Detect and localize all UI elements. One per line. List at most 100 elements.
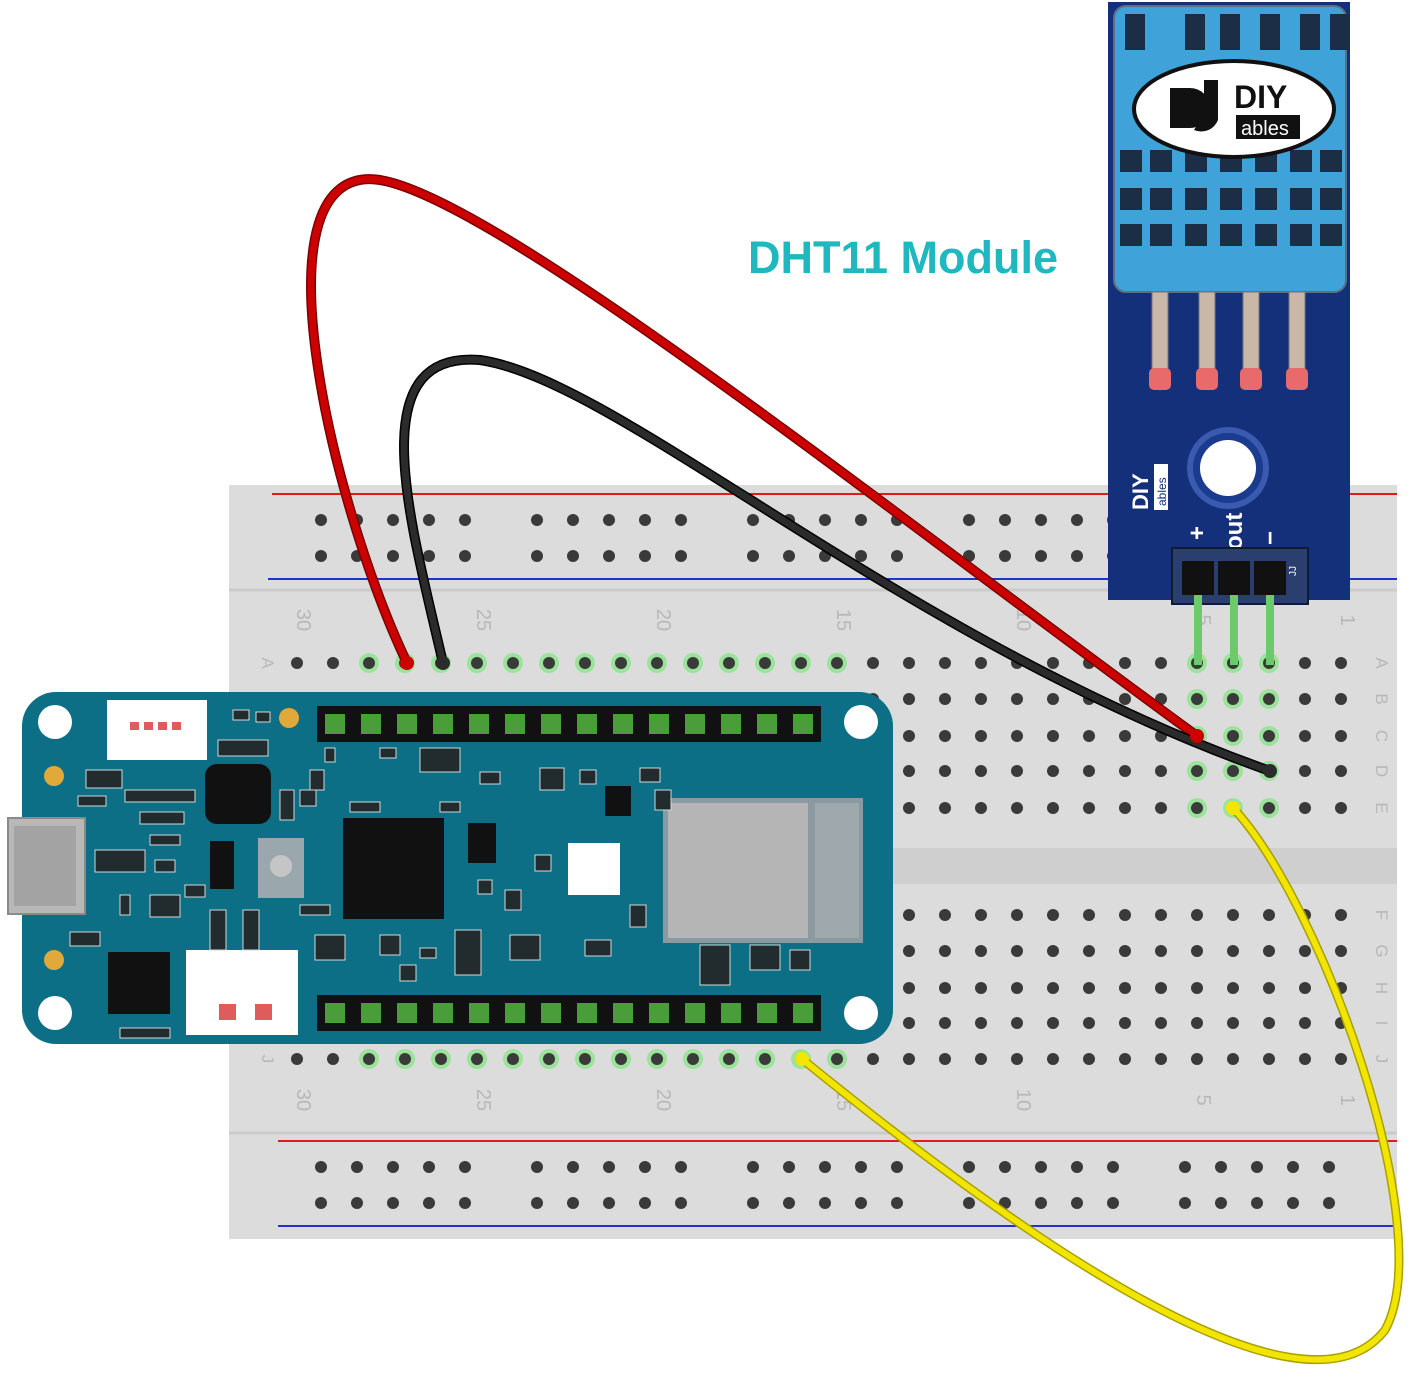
column-number: 20 <box>652 609 674 631</box>
rail-hole <box>459 1197 471 1209</box>
hole <box>1083 802 1095 814</box>
hole <box>1191 945 1203 957</box>
smd-part <box>454 929 482 976</box>
rail-hole <box>783 550 795 562</box>
header-pin <box>685 714 705 734</box>
rail-hole <box>999 1161 1011 1173</box>
hole <box>327 1053 339 1065</box>
column-number: 5 <box>1192 1094 1214 1105</box>
rail-hole <box>639 1197 651 1209</box>
hole <box>1263 982 1275 994</box>
rail-hole <box>1107 1197 1119 1209</box>
smd-part <box>419 947 437 959</box>
smd-part <box>584 939 612 957</box>
hole <box>975 945 987 957</box>
rail-hole <box>315 550 327 562</box>
arduino-board <box>7 692 893 1044</box>
signal-wire <box>799 805 1402 1363</box>
rail-hole <box>1251 1161 1263 1173</box>
smd-part <box>749 944 781 971</box>
smd-part <box>149 834 181 846</box>
hole <box>1011 730 1023 742</box>
hole <box>1047 730 1059 742</box>
hole <box>1155 945 1167 957</box>
smd-part <box>77 795 107 807</box>
hole <box>903 1053 915 1065</box>
rail-hole <box>747 1197 759 1209</box>
rail-hole <box>639 1161 651 1173</box>
hole <box>615 657 627 669</box>
rail-hole <box>999 514 1011 526</box>
rail-hole <box>1071 550 1083 562</box>
rail-hole <box>1251 1197 1263 1209</box>
vent <box>1220 188 1242 210</box>
hole <box>1335 693 1347 705</box>
hole <box>831 1053 843 1065</box>
vent <box>1330 14 1350 50</box>
bottom-pin-header <box>317 995 821 1031</box>
hole <box>1299 982 1311 994</box>
smd-part <box>119 1027 171 1039</box>
hole <box>975 1053 987 1065</box>
hole <box>1119 693 1131 705</box>
hole <box>1263 802 1275 814</box>
hole <box>1083 765 1095 777</box>
rail-hole <box>1035 1197 1047 1209</box>
sensor-leg <box>1288 291 1306 373</box>
hole <box>903 693 915 705</box>
hole <box>867 657 879 669</box>
mounting-hole <box>844 705 878 739</box>
hole <box>651 657 663 669</box>
led <box>44 766 64 786</box>
smd-part <box>209 909 227 951</box>
rail-hole <box>819 1161 831 1173</box>
hole <box>1083 982 1095 994</box>
header-pin <box>325 1003 345 1023</box>
hole <box>291 1053 303 1065</box>
rail-hole <box>459 1161 471 1173</box>
hole <box>975 802 987 814</box>
rail-hole <box>603 550 615 562</box>
rail-hole <box>459 514 471 526</box>
rail-hole <box>963 1161 975 1173</box>
usb-connector-inner <box>14 826 76 906</box>
hole <box>1299 730 1311 742</box>
hole <box>1335 657 1347 669</box>
header-pin <box>397 714 417 734</box>
hole <box>579 657 591 669</box>
module-logo-small: DIY ables <box>1128 464 1169 510</box>
header-pin <box>577 714 597 734</box>
hole <box>291 657 303 669</box>
rail-hole <box>567 1197 579 1209</box>
hole <box>1263 730 1275 742</box>
sensor-legs <box>1149 291 1308 390</box>
rail-hole <box>1107 1161 1119 1173</box>
hole <box>939 730 951 742</box>
smd-part <box>217 739 269 757</box>
hole <box>1119 657 1131 669</box>
vent <box>1320 188 1342 210</box>
hole <box>1119 982 1131 994</box>
hole <box>939 693 951 705</box>
hole <box>723 1053 735 1065</box>
rail-hole <box>1071 1197 1083 1209</box>
smd-part <box>654 789 672 811</box>
smd-part <box>94 849 146 873</box>
rail-hole <box>351 1197 363 1209</box>
hole <box>1155 1053 1167 1065</box>
hole <box>1119 765 1131 777</box>
module-pin <box>1230 595 1238 665</box>
hole <box>543 1053 555 1065</box>
rail-hole <box>423 550 435 562</box>
header-pin <box>541 714 561 734</box>
rail-hole <box>891 1161 903 1173</box>
hole <box>1335 909 1347 921</box>
vent <box>1300 14 1320 50</box>
column-number: 1 <box>1336 1094 1358 1105</box>
row-letter: A <box>1372 657 1391 669</box>
vent <box>1150 224 1172 246</box>
rail-hole <box>567 514 579 526</box>
header-pin <box>433 1003 453 1023</box>
smd-part <box>232 709 250 721</box>
